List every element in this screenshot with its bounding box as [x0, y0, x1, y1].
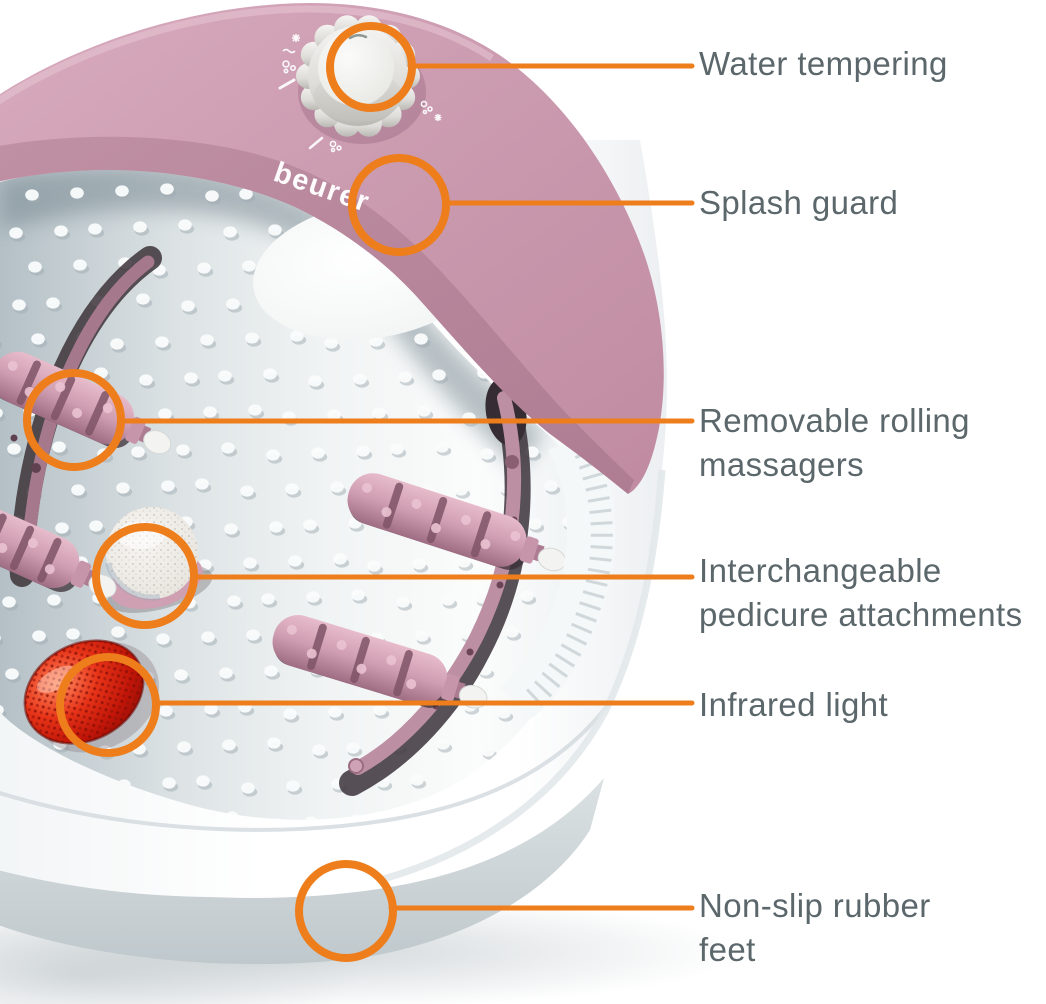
label-line: Non-slip rubber: [699, 887, 931, 924]
heat-icon: [292, 34, 300, 42]
massage-icon-2: [308, 136, 324, 150]
roller-assembly: [347, 473, 567, 572]
label-line: pedicure attachments: [699, 596, 1023, 633]
massage-icon: [278, 78, 296, 90]
label-line: feet: [699, 931, 756, 968]
bubbles-icon-3: [420, 100, 428, 108]
tub-edge-shade: [379, 469, 666, 884]
label-line: Removable rolling: [699, 402, 970, 439]
roller-assembly: [272, 615, 488, 709]
label-rolling-massagers: Removable rolling massagers: [699, 399, 1046, 487]
label-splash-guard: Splash guard: [699, 181, 1046, 225]
callout-circle-non-slip-feet: [295, 860, 397, 962]
rolling-massagers: [0, 351, 567, 709]
label-water-tempering: Water tempering: [699, 42, 1046, 86]
dial-setting-icons: [278, 34, 442, 153]
label-line: Water tempering: [699, 45, 948, 82]
label-line: Interchangeable: [699, 552, 942, 589]
splash-guard-hood: [0, 2, 664, 494]
bubbles-icon: [282, 60, 290, 68]
callout-lines: [117, 63, 695, 911]
feature-labels: Water tempering Splash guard Removable r…: [699, 0, 1046, 1004]
label-infrared-light: Infrared light: [699, 683, 1046, 727]
dial-pointer-mark: [348, 34, 368, 40]
rubber-base: [0, 778, 604, 965]
center-roller-rail: [339, 378, 531, 796]
roller-assembly: [0, 351, 172, 455]
water-icon: [282, 48, 296, 54]
label-line: Splash guard: [699, 184, 899, 221]
splash-tray-edge: [500, 436, 616, 718]
label-pedicure-attachments: Interchangeable pedicure attachments: [699, 549, 1046, 637]
bubbles-icon-2: [329, 140, 337, 148]
label-line: Infrared light: [699, 686, 889, 723]
rim-crease: [0, 703, 610, 832]
label-line: massagers: [699, 446, 864, 483]
heat-icon-2: [434, 114, 442, 121]
label-non-slip-feet: Non-slip rubber feet: [699, 884, 1046, 972]
